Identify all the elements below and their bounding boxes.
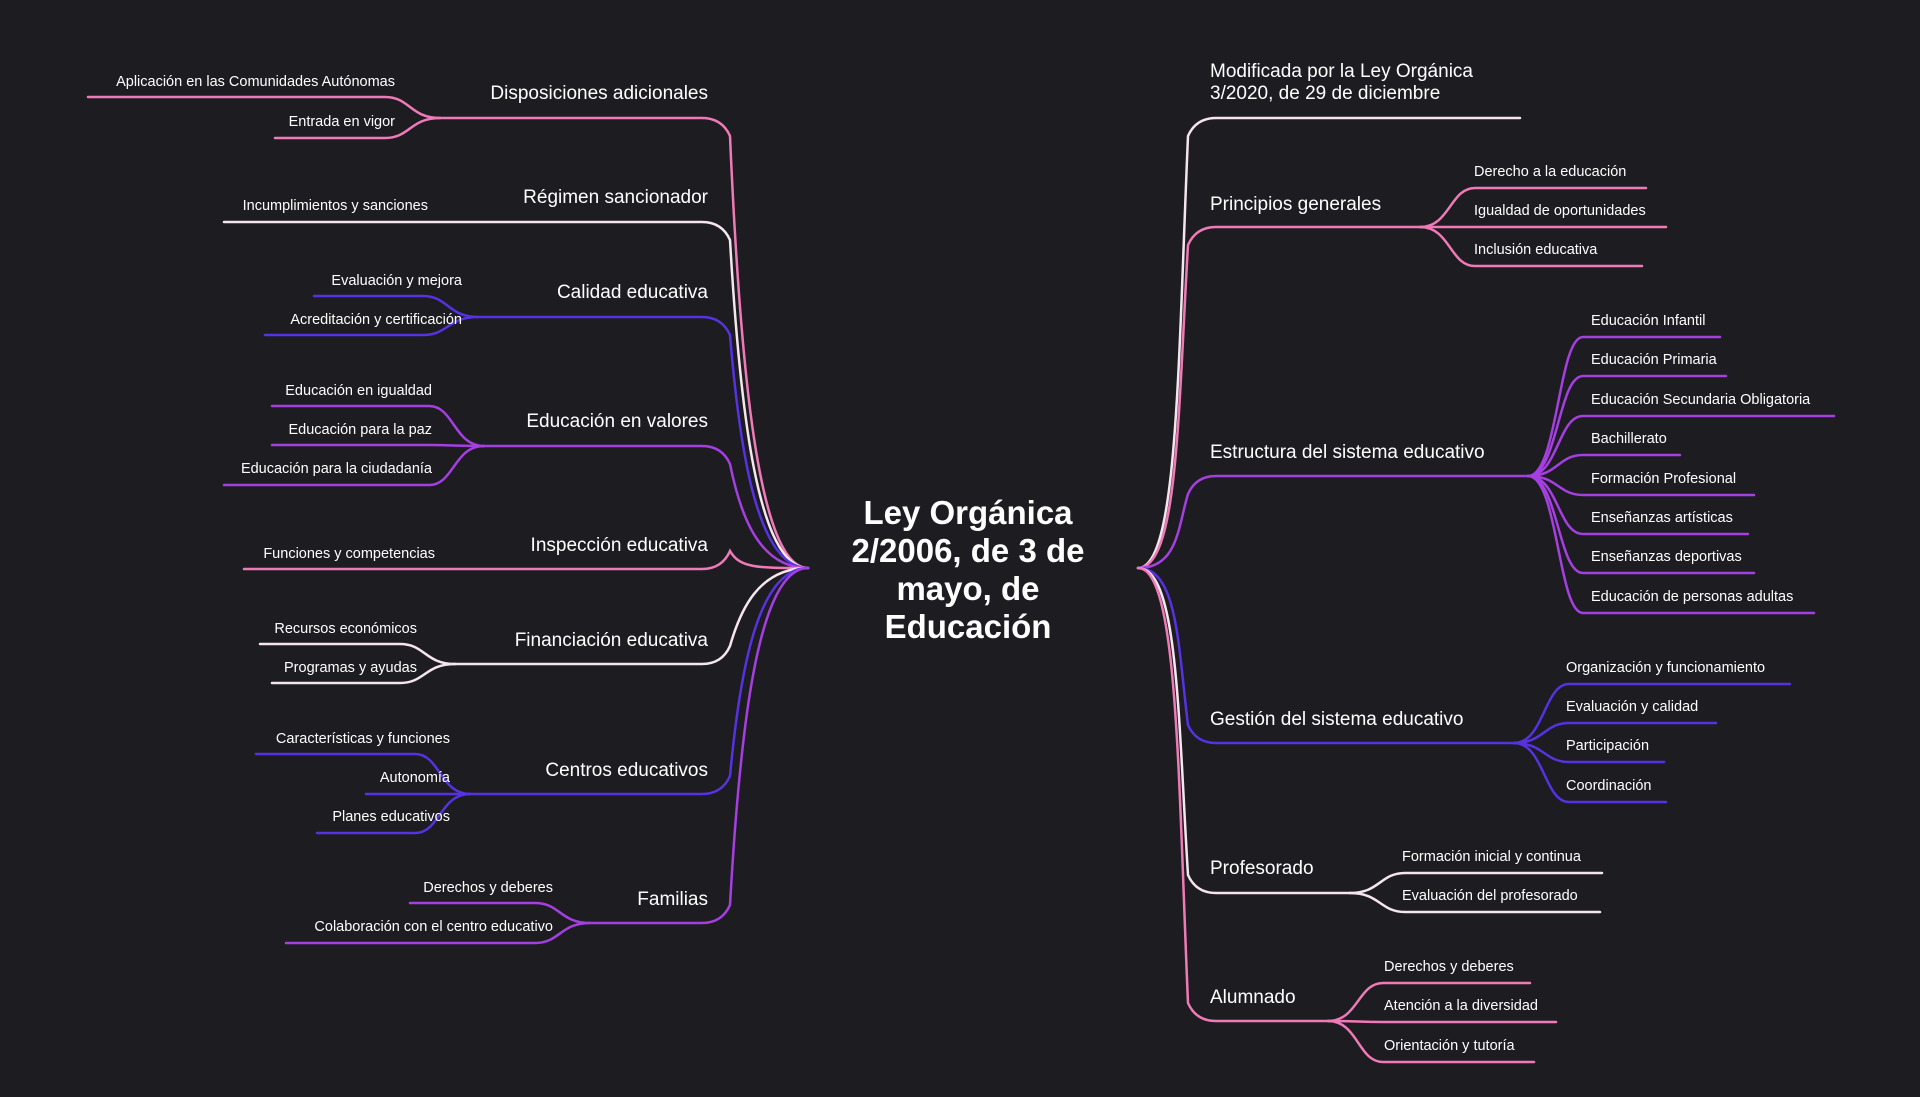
branch-principios-generales[interactable]: Principios generales xyxy=(1210,194,1382,215)
link-main-left xyxy=(468,566,810,796)
link-leaf-right xyxy=(1526,374,1728,478)
leaf-coordinacion[interactable]: Coordinación xyxy=(1566,778,1652,794)
leaf-planes-educativos[interactable]: Planes educativos xyxy=(332,809,450,825)
link-leaf-left xyxy=(263,315,480,337)
link-main-right xyxy=(1136,225,1422,570)
branch-calidad-educativa[interactable]: Calidad educativa xyxy=(556,282,708,303)
leaf-bachillerato[interactable]: Bachillerato xyxy=(1591,431,1667,447)
leaf-formacion-inicial-continua[interactable]: Formación inicial y continua xyxy=(1402,849,1581,865)
leaf-derechos-deberes-alumnado[interactable]: Derechos y deberes xyxy=(1384,959,1514,975)
link-leaf-right xyxy=(1348,891,1602,914)
leaf-derechos-deberes-familias[interactable]: Derechos y deberes xyxy=(423,880,553,896)
branch-modificada-por[interactable]: Modificada por la Ley Orgánica 3/2020, d… xyxy=(1210,61,1473,104)
link-leaf-right xyxy=(1526,414,1836,478)
link-main-right xyxy=(1136,116,1522,570)
leaf-educacion-ciudadania[interactable]: Educación para la ciudadanía xyxy=(240,461,432,477)
leaf-inclusion-educativa[interactable]: Inclusión educativa xyxy=(1474,242,1598,258)
link-leaf-right xyxy=(1526,453,1682,478)
link-main-right xyxy=(1136,474,1530,570)
link-leaf-left xyxy=(270,443,486,448)
link-leaf-right xyxy=(1512,741,1666,764)
link-main-left xyxy=(476,315,810,570)
link-leaf-left xyxy=(315,792,472,835)
leaf-educacion-primaria[interactable]: Educación Primaria xyxy=(1591,352,1717,368)
leaf-evaluacion-mejora[interactable]: Evaluación y mejora xyxy=(331,273,462,289)
branch-disposiciones-adicionales[interactable]: Disposiciones adicionales xyxy=(490,83,708,104)
link-main-left xyxy=(453,566,810,666)
branch-gestion-sistema[interactable]: Gestión del sistema educativo xyxy=(1210,709,1464,730)
leaf-autonomia[interactable]: Autonomía xyxy=(379,770,450,786)
leaf-educacion-paz[interactable]: Educación para la paz xyxy=(288,422,433,438)
link-leaf-right xyxy=(1512,682,1792,745)
branch-alumnado[interactable]: Alumnado xyxy=(1210,987,1296,1008)
link-leaf-left xyxy=(86,95,442,120)
link-main-right xyxy=(1136,566,1516,745)
branch-familias[interactable]: Familias xyxy=(637,889,708,910)
link-leaf-left xyxy=(312,294,480,319)
branch-financiacion-educativa[interactable]: Financiación educativa xyxy=(514,630,708,651)
link-leaf-right xyxy=(1418,225,1644,268)
link-leaf-left xyxy=(258,642,457,666)
leaf-igualdad-oportunidades[interactable]: Igualdad de oportunidades xyxy=(1474,203,1646,219)
link-leaf-left xyxy=(254,752,472,796)
link-leaf-left xyxy=(222,444,486,487)
leaf-formacion-profesional[interactable]: Formación Profesional xyxy=(1591,471,1737,487)
leaf-evaluacion-calidad[interactable]: Evaluación y calidad xyxy=(1566,699,1699,715)
leaf-ensenanzas-artisticas[interactable]: Enseñanzas artísticas xyxy=(1591,510,1733,526)
link-main-left xyxy=(588,566,810,925)
link-leaf-right xyxy=(1512,741,1668,804)
link-leaf-right xyxy=(1512,721,1718,745)
leaf-educacion-igualdad[interactable]: Educación en igualdad xyxy=(285,383,432,399)
link-leaf-left xyxy=(270,662,457,685)
leaf-orientacion-tutoria[interactable]: Orientación y tutoría xyxy=(1384,1038,1515,1054)
leaf-evaluacion-profesorado[interactable]: Evaluación del profesorado xyxy=(1402,888,1578,904)
leaf-colaboracion-centro[interactable]: Colaboración con el centro educativo xyxy=(314,919,553,935)
leaf-aplicacion-comunidades[interactable]: Aplicación en las Comunidades Autónomas xyxy=(116,74,395,90)
link-leaf-left xyxy=(273,116,442,140)
link-leaf-left xyxy=(284,921,592,945)
leaf-incumplimientos-sanciones[interactable]: Incumplimientos y sanciones xyxy=(242,198,428,214)
branch-inspeccion-educativa[interactable]: Inspección educativa xyxy=(530,535,708,556)
link-main-right xyxy=(1136,566,1352,895)
link-leaf-left xyxy=(408,901,592,925)
leaf-organizacion-funcionamiento[interactable]: Organización y funcionamiento xyxy=(1566,660,1766,676)
leaf-educacion-infantil[interactable]: Educación Infantil xyxy=(1591,313,1706,329)
branch-estructura-sistema[interactable]: Estructura del sistema educativo xyxy=(1210,442,1485,463)
branch-profesorado[interactable]: Profesorado xyxy=(1210,858,1314,879)
central-topic[interactable]: Ley Orgánica 2/2006, de 3 de mayo, de Ed… xyxy=(851,494,1085,645)
leaf-recursos-economicos[interactable]: Recursos económicos xyxy=(274,621,417,637)
leaf-participacion[interactable]: Participación xyxy=(1566,738,1650,754)
branch-centros-educativos[interactable]: Centros educativos xyxy=(545,760,708,781)
link-leaf-right xyxy=(1326,1019,1536,1064)
link-leaf-right xyxy=(1326,981,1532,1023)
link-main-left xyxy=(438,116,810,570)
leaf-educacion-adultas[interactable]: Educación de personas adultas xyxy=(1591,589,1794,605)
link-leaf-right xyxy=(1418,186,1648,229)
leaf-caracteristicas-funciones[interactable]: Características y funciones xyxy=(275,731,450,747)
leaf-programas-ayudas[interactable]: Programas y ayudas xyxy=(284,660,417,676)
branch-regimen-sancionador[interactable]: Régimen sancionador xyxy=(523,187,708,208)
link-main-right xyxy=(1136,566,1330,1023)
link-leaf-right xyxy=(1526,474,1816,615)
leaf-funciones-competencias[interactable]: Funciones y competencias xyxy=(263,546,435,562)
branch-educacion-en-valores[interactable]: Educación en valores xyxy=(526,411,708,432)
link-leaf-right xyxy=(1348,871,1604,895)
link-main-left xyxy=(222,220,810,570)
leaf-entrada-en-vigor[interactable]: Entrada en vigor xyxy=(288,114,395,130)
link-leaf-left xyxy=(270,404,486,448)
link-main-left xyxy=(482,444,810,570)
link-main-left xyxy=(242,548,810,571)
leaf-derecho-educacion[interactable]: Derecho a la educación xyxy=(1474,164,1627,180)
link-leaf-right xyxy=(1526,335,1722,478)
leaf-educacion-secundaria[interactable]: Educación Secundaria Obligatoria xyxy=(1591,392,1811,408)
leaf-ensenanzas-deportivas[interactable]: Enseñanzas deportivas xyxy=(1591,549,1742,565)
leaf-acreditacion-certificacion[interactable]: Acreditación y certificación xyxy=(290,312,462,328)
leaf-atencion-diversidad[interactable]: Atención a la diversidad xyxy=(1384,998,1538,1014)
link-leaf-right xyxy=(1326,1019,1558,1024)
